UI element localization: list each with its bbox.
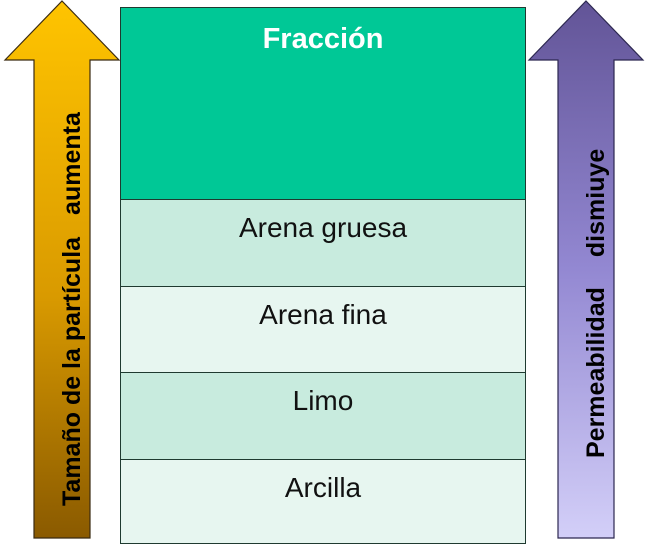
left-arrow-label: Tamaño de la partículaaumenta <box>58 111 86 506</box>
right-arrow-label: Permeabilidaddismiuye <box>582 149 610 458</box>
right-arrow-shape <box>527 0 645 539</box>
table-header: Fracción <box>121 8 525 200</box>
table-row-limo: Limo <box>121 373 525 460</box>
table-row-arena-gruesa: Arena gruesa <box>121 200 525 287</box>
row-label: Arcilla <box>284 471 362 503</box>
row-label: Arena gruesa <box>238 212 408 243</box>
header-title: Fracción <box>262 23 384 55</box>
table-row-arcilla: Arcilla <box>121 459 525 543</box>
row-label: Limo <box>292 385 354 416</box>
row-label: Arena fina <box>259 298 387 330</box>
left-arrow-shape <box>3 0 121 539</box>
table-row-arena-fina: Arena fina <box>121 286 525 373</box>
fraction-table: Fracción Arena gruesa Arena fina Limo Ar… <box>120 7 526 544</box>
